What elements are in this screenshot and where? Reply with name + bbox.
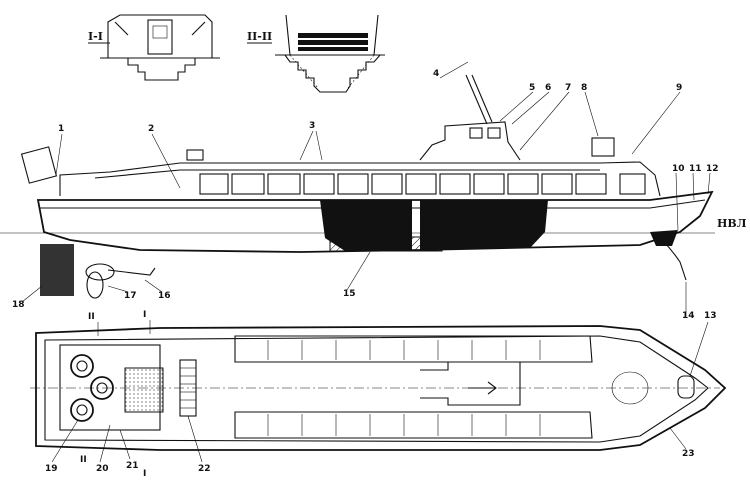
life-rings (70, 354, 114, 422)
waterline-label: НВЛ (717, 217, 747, 230)
superstructure (59, 161, 661, 197)
callout-4: 4 (433, 69, 439, 79)
roof-windows-lower (234, 411, 593, 439)
plan-view (30, 325, 727, 451)
callout-22: 22 (198, 464, 211, 474)
callout-9: 9 (676, 83, 682, 93)
anchor-chain (661, 239, 687, 281)
callout-21: 21 (126, 461, 139, 471)
callout-18: 18 (12, 300, 25, 310)
rudder (40, 244, 74, 296)
cross-section-1: I-I (88, 14, 220, 81)
mast (465, 74, 488, 125)
plan-mark-ii-bottom: II (80, 455, 87, 465)
callout-6: 6 (545, 83, 551, 93)
callout-5: 5 (529, 83, 535, 93)
plan-section-marks: II I II I (80, 310, 151, 479)
callout-16: 16 (158, 291, 171, 301)
callout-20: 20 (96, 464, 109, 474)
callout-labels: 1 2 3 4 5 6 7 8 9 10 11 12 13 14 15 16 1… (12, 61, 719, 474)
engine-hatched-area (329, 236, 443, 252)
callout-8: 8 (581, 83, 587, 93)
callout-10: 10 (672, 164, 685, 174)
bow-hatch (677, 375, 695, 399)
callout-3: 3 (309, 121, 315, 131)
wheelhouse (419, 121, 521, 161)
callout-13: 13 (704, 311, 717, 321)
cross-section-2: II-II (247, 14, 385, 93)
callout-19: 19 (45, 464, 58, 474)
callout-7: 7 (565, 83, 571, 93)
plan-mark-i-bottom: I (143, 469, 146, 479)
section-2-title: II-II (247, 30, 272, 43)
callout-1: 1 (58, 124, 64, 134)
callout-15: 15 (343, 289, 356, 299)
roof-windows-upper (234, 335, 593, 363)
callout-12: 12 (706, 164, 719, 174)
section-1-title: I-I (88, 30, 103, 43)
plan-mark-ii-top: II (88, 312, 95, 322)
callout-23: 23 (682, 449, 695, 459)
side-elevation (20, 74, 714, 299)
propeller (85, 263, 115, 281)
callout-2: 2 (148, 124, 154, 134)
plan-mark-i-top: I (143, 310, 146, 320)
callout-17: 17 (124, 291, 137, 301)
wheelhouse-roof (420, 361, 521, 406)
callout-14: 14 (682, 311, 695, 321)
callout-11: 11 (689, 164, 702, 174)
plan-outline (35, 325, 727, 451)
side-windows (199, 173, 646, 195)
hull-dark-section-2 (420, 200, 548, 250)
